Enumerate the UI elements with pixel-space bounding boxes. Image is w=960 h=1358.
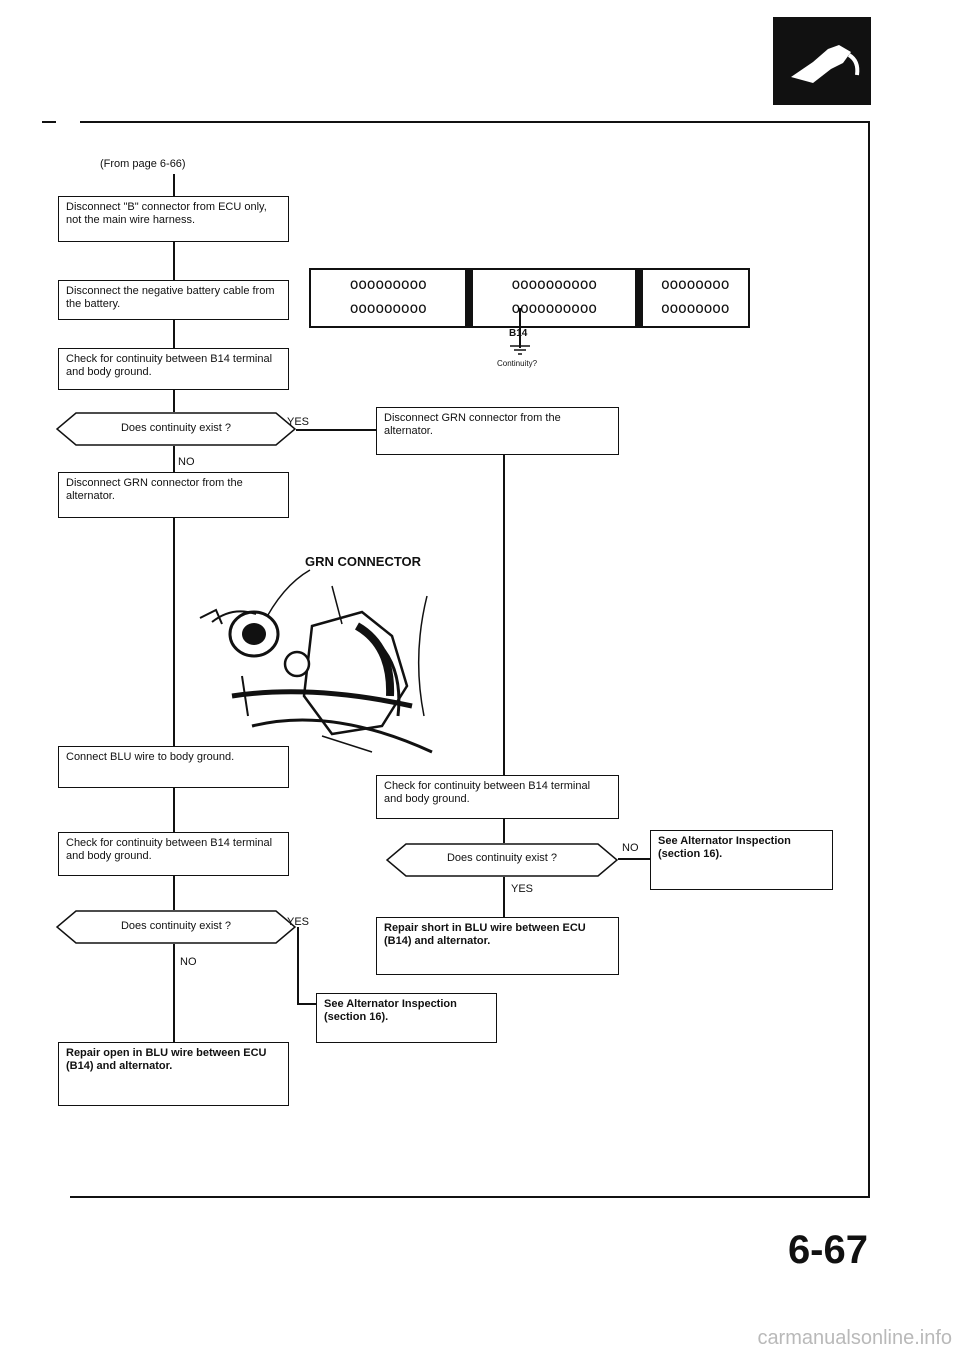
- probe-line: [519, 308, 521, 348]
- yes-connector-2h: [297, 1003, 316, 1005]
- header-dash: [42, 121, 56, 123]
- flow-line: [173, 390, 175, 412]
- flow-line: [173, 320, 175, 348]
- no-label-3: NO: [622, 842, 639, 854]
- yes-connector-1: [296, 429, 376, 431]
- no-connector-3: [618, 858, 650, 860]
- step-repair-open-blu: Repair open in BLU wire between ECU (B14…: [58, 1042, 289, 1106]
- no-label-2: NO: [180, 956, 197, 968]
- decision-2-label: Does continuity exist ?: [120, 920, 232, 932]
- decision-hexagon-3: [386, 843, 618, 877]
- flow-line: [503, 877, 505, 917]
- connector-right-top: oooooooo: [660, 275, 730, 293]
- connector-right-bottom: oooooooo: [660, 299, 730, 317]
- step-disconnect-b-connector: Disconnect "B" connector from ECU only, …: [58, 196, 289, 242]
- decision-1-label: Does continuity exist ?: [120, 422, 232, 434]
- flow-line: [173, 788, 175, 832]
- connector-mid-top: oooooooooo: [511, 275, 597, 293]
- step-see-alternator-right: See Alternator Inspection (section 16).: [650, 830, 833, 890]
- flow-line: [173, 518, 175, 746]
- flow-line: [173, 944, 175, 1042]
- decision-3-label: Does continuity exist ?: [446, 852, 558, 864]
- step-disconnect-grn-right: Disconnect GRN connector from the altern…: [376, 407, 619, 455]
- flow-line: [173, 242, 175, 280]
- step-check-continuity-right: Check for continuity between B14 termina…: [376, 775, 619, 819]
- connector-left-bottom: ooooooooo: [349, 299, 427, 317]
- step-connect-blu-wire: Connect BLU wire to body ground.: [58, 746, 289, 788]
- from-page-ref: (From page 6-66): [100, 158, 186, 170]
- flow-line: [173, 174, 175, 196]
- decision-hexagon-1: [56, 412, 296, 446]
- b14-label: B14: [509, 328, 528, 339]
- step-repair-short-blu: Repair short in BLU wire between ECU (B1…: [376, 917, 619, 975]
- flow-line: [173, 446, 175, 472]
- yes-label-2: YES: [287, 916, 310, 928]
- header-rule: [80, 121, 870, 123]
- no-label-1: NO: [178, 456, 195, 468]
- frame-right: [868, 121, 870, 1197]
- continuity-question: Continuity?: [497, 359, 538, 368]
- yes-connector-2: [297, 927, 299, 1003]
- page-number: 6-67: [787, 1228, 868, 1272]
- step-check-continuity-2: Check for continuity between B14 termina…: [58, 832, 289, 876]
- yes-label-3: YES: [511, 883, 534, 895]
- connector-mid-bottom: oooooooooo: [511, 299, 597, 317]
- flow-line: [503, 455, 505, 775]
- fuel-gun-icon: [773, 17, 871, 105]
- step-check-continuity-1: Check for continuity between B14 termina…: [58, 348, 289, 390]
- ecu-connector-diagram: ooooooooo ooooooooo oooooooooo ooooooooo…: [309, 268, 750, 328]
- footer-watermark: carmanualsonline.info: [757, 1327, 952, 1349]
- connector-left-top: ooooooooo: [349, 275, 427, 293]
- step-disconnect-grn-left: Disconnect GRN connector from the altern…: [58, 472, 289, 518]
- grn-connector-label: GRN CONNECTOR: [305, 554, 422, 569]
- decision-hexagon-2: [56, 910, 296, 944]
- step-disconnect-battery: Disconnect the negative battery cable fr…: [58, 280, 289, 320]
- yes-label-1: YES: [287, 416, 310, 428]
- flow-line: [503, 819, 505, 843]
- step-see-alternator-left: See Alternator Inspection (section 16).: [316, 993, 497, 1043]
- flow-line: [173, 876, 175, 910]
- ground-symbol-icon: [510, 345, 530, 355]
- footer-rule: [70, 1196, 870, 1198]
- alternator-illustration: [199, 569, 433, 754]
